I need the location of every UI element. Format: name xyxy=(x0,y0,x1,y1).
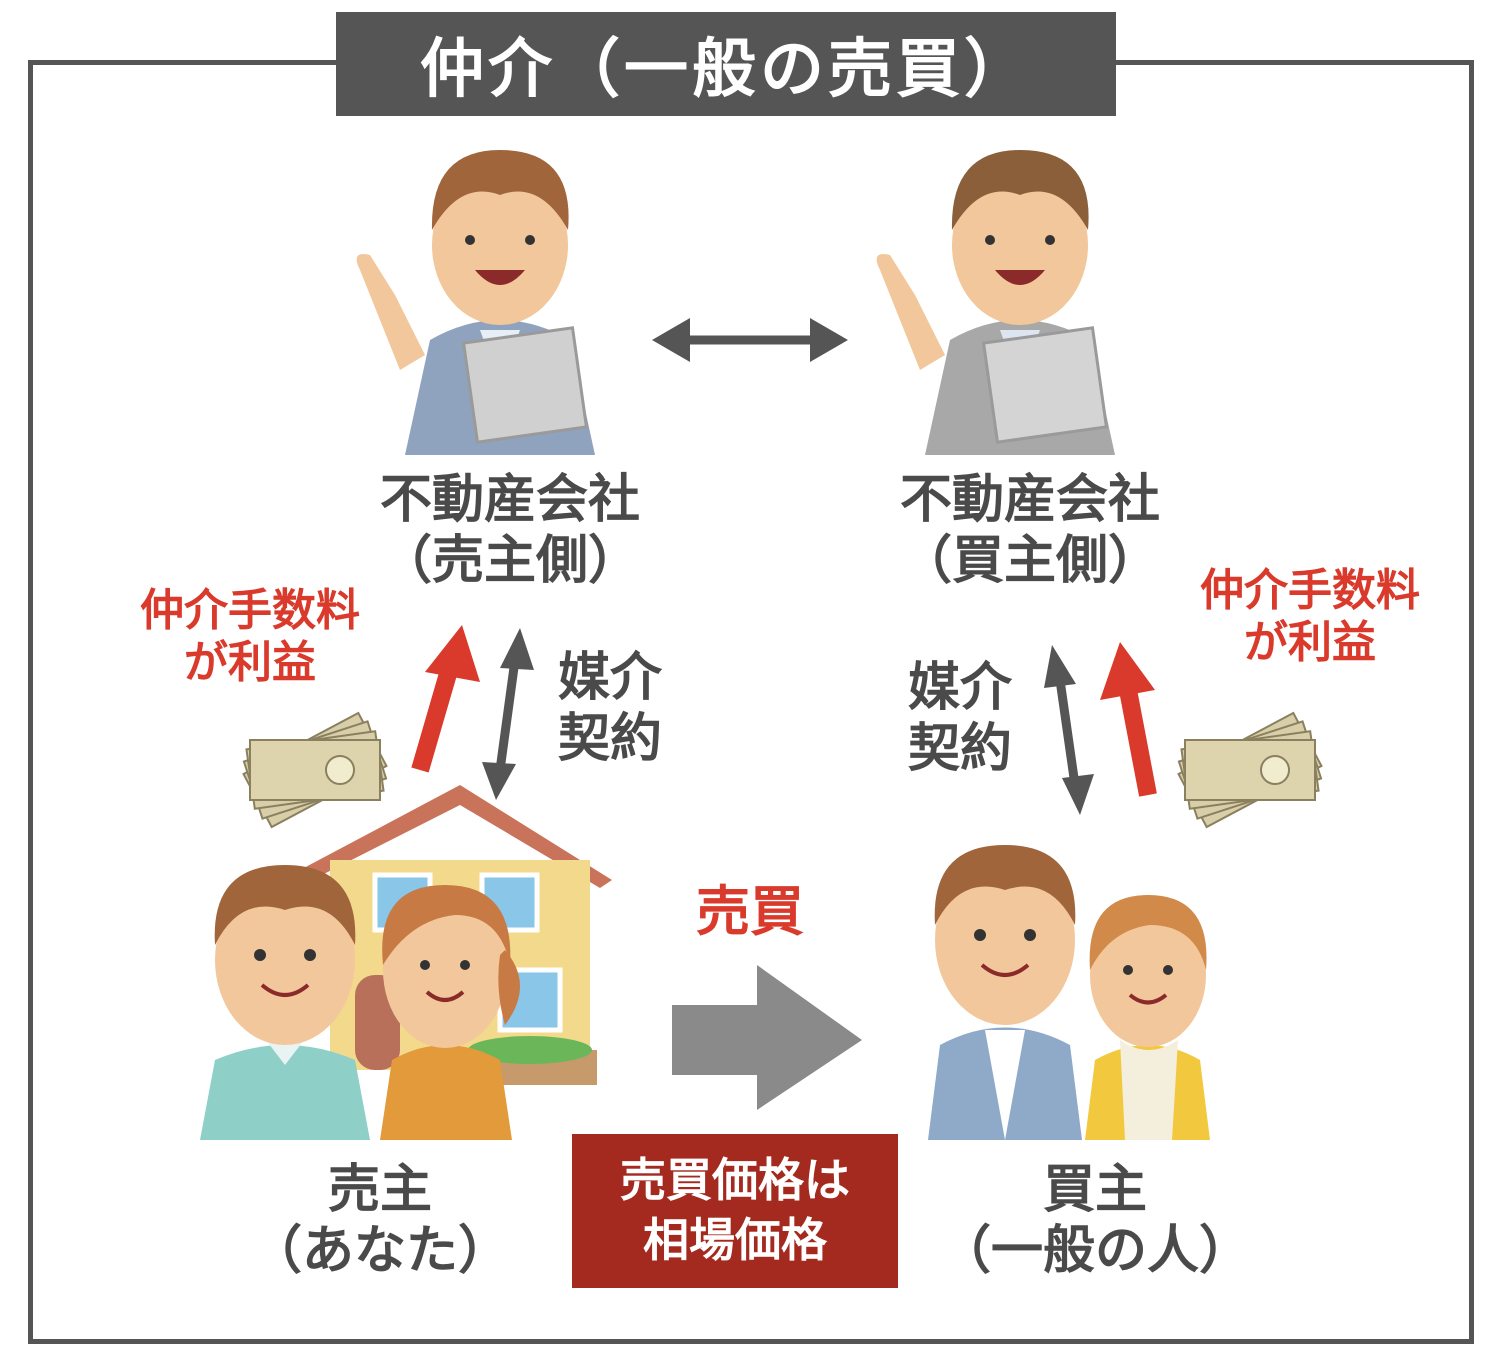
seller-couple-illustration xyxy=(200,865,520,1140)
agent-seller-illustration xyxy=(356,150,595,455)
trade-label: 売買 xyxy=(696,880,804,943)
contract-arrow-left xyxy=(482,628,534,800)
price-note-box: 売買価格は 相場価格 xyxy=(572,1134,898,1288)
diagram-title: 仲介（一般の売買） xyxy=(336,12,1116,116)
seller-agent-label: 不動産会社 （売主側） xyxy=(379,470,640,592)
fee-arrow-right xyxy=(1100,642,1157,797)
price-note-line2: 相場価格 xyxy=(643,1213,827,1267)
agents-link-arrow xyxy=(652,318,848,362)
trade-arrow xyxy=(672,965,862,1110)
fee-arrow-left xyxy=(411,625,480,773)
fee-label-right: 仲介手数料 が利益 xyxy=(1200,565,1420,668)
buyer-couple-illustration xyxy=(928,845,1210,1140)
fee-label-left: 仲介手数料 が利益 xyxy=(140,585,360,688)
money-bills-icon xyxy=(242,711,388,829)
agent-buyer-illustration xyxy=(876,150,1115,455)
money-bills-icon xyxy=(1177,711,1323,829)
contract-arrow-right xyxy=(1044,645,1094,815)
contract-label-right: 媒介 契約 xyxy=(907,658,1012,780)
buyer-label: 買主 （一般の人） xyxy=(938,1160,1251,1282)
price-note-line1: 売買価格は xyxy=(620,1153,850,1208)
buyer-agent-label: 不動産会社 （買主側） xyxy=(899,470,1160,592)
contract-label-left: 媒介 契約 xyxy=(557,648,662,770)
seller-label: 売主 （あなた） xyxy=(249,1160,510,1282)
